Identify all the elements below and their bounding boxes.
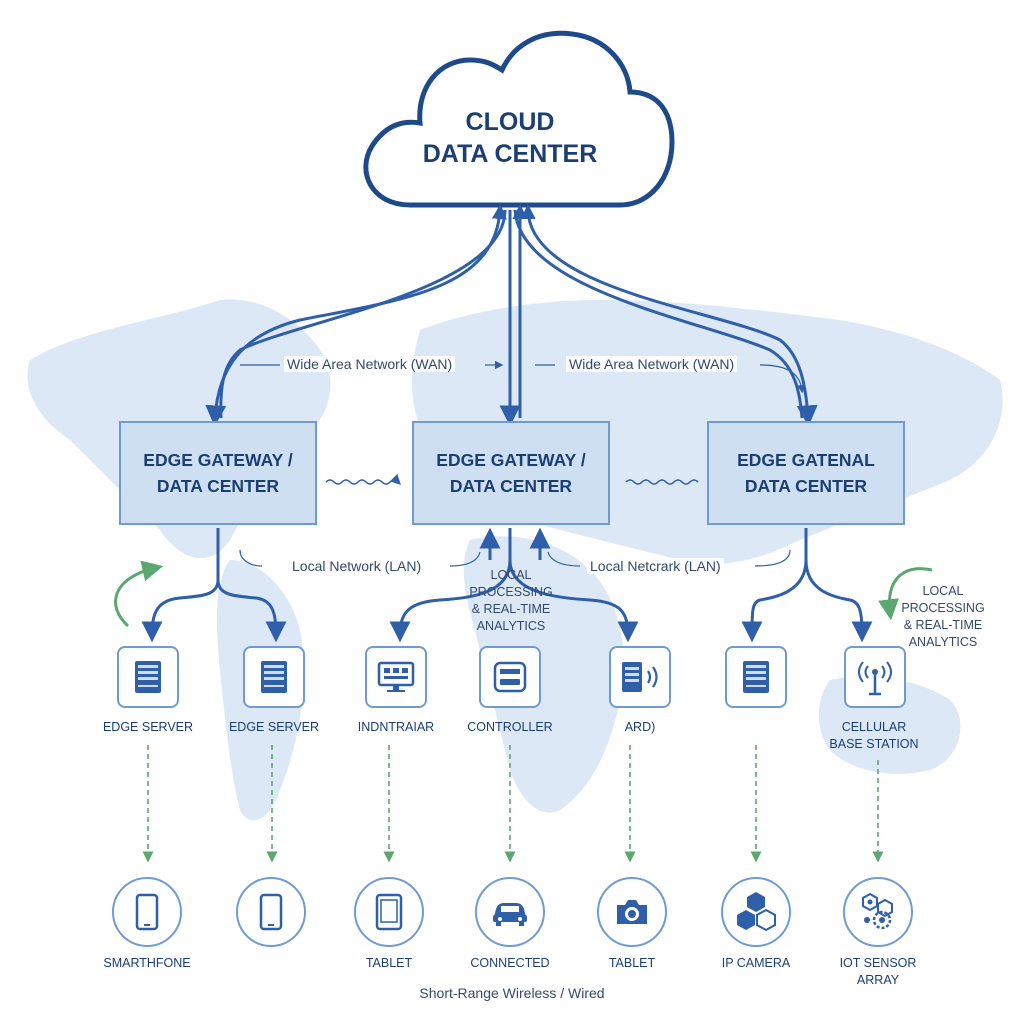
industrial-device[interactable] <box>365 646 427 708</box>
end-device-label-line2: ARRAY <box>856 973 900 987</box>
industrial-panel-icon <box>377 661 415 692</box>
edge-device-label-line2: BASE STATION <box>829 737 919 751</box>
processing-loop-arrows <box>114 560 933 628</box>
cloud-title-line1: CLOUD <box>465 108 555 136</box>
gateway-line2: DATA CENTER <box>156 476 280 496</box>
end-device-label: IOT SENSOR ARRAY <box>813 955 943 989</box>
edge-device-label: INDNTRAIAR <box>357 720 435 734</box>
gateway-line2: DATA CENTER <box>449 476 573 496</box>
controller-device[interactable] <box>479 646 541 708</box>
edge-gateway-center[interactable]: EDGE GATEWAY / DATA CENTER <box>412 421 610 525</box>
connection-type-caption: Short-Range Wireless / Wired <box>419 985 605 1001</box>
lan-label-left: Local Network (LAN) <box>289 558 425 574</box>
controller-icon <box>493 661 527 693</box>
gateway-peer-links <box>325 473 699 485</box>
wan-links <box>205 204 818 427</box>
cloud-shape <box>363 30 675 208</box>
cloud-title-line2: DATA CENTER <box>422 140 598 168</box>
wan-label-left: Wide Area Network (WAN) <box>284 356 456 372</box>
end-device-label-line1: IOT SENSOR <box>839 956 917 970</box>
server-icon <box>743 661 769 693</box>
gateway-line2: DATA CENTER <box>744 476 868 496</box>
end-device-3[interactable] <box>354 877 424 947</box>
processing-line: ANALYTICS <box>476 619 546 633</box>
gateway-line1: EDGE GATEWAY / <box>143 450 293 470</box>
smartphone-icon <box>135 893 159 931</box>
server-icon <box>261 661 287 693</box>
edge-gateway-right[interactable]: EDGE GATENAL DATA CENTER <box>707 421 905 525</box>
end-device-1[interactable] <box>112 877 182 947</box>
lan-label-right: Local Netcrark (LAN) <box>587 558 724 574</box>
wan-label-right: Wide Area Network (WAN) <box>566 356 738 372</box>
end-device-label: TABLET <box>608 956 656 970</box>
edge-device-label: ARD) <box>624 720 656 734</box>
end-device-6[interactable] <box>721 877 791 947</box>
processing-line: ANALYTICS <box>908 635 978 649</box>
edge-server-2[interactable] <box>243 646 305 708</box>
gateway-line1: EDGE GATENAL <box>737 450 875 470</box>
wireless-device[interactable] <box>609 646 671 708</box>
end-device-label: TABLET <box>365 956 413 970</box>
processing-label-center: LOCAL PROCESSING & REAL-TIME ANALYTICS <box>456 567 566 635</box>
tablet-icon <box>375 893 403 931</box>
label-leaders <box>239 360 806 567</box>
edge-server-1[interactable] <box>117 646 179 708</box>
processing-line: PROCESSING <box>901 601 985 615</box>
short-range-links <box>142 745 884 863</box>
end-device-label: IP CAMERA <box>721 956 791 970</box>
camera-icon <box>617 900 647 924</box>
end-device-4[interactable] <box>475 877 545 947</box>
end-device-7[interactable] <box>843 877 913 947</box>
processing-line: LOCAL <box>922 584 964 598</box>
gateway-line1: EDGE GATEWAY / <box>436 450 586 470</box>
server-icon <box>135 661 161 693</box>
cloud-data-center-label: CLOUD DATA CENTER <box>380 106 640 170</box>
cellular-base-station[interactable] <box>844 646 906 708</box>
processing-line: & REAL-TIME <box>903 618 983 632</box>
processing-line: LOCAL <box>490 568 532 582</box>
end-device-2[interactable] <box>236 877 306 947</box>
wireless-server-icon <box>622 662 658 692</box>
edge-gateway-left[interactable]: EDGE GATEWAY / DATA CENTER <box>119 421 317 525</box>
end-device-label: SMARTHFONE <box>103 956 191 970</box>
edge-device-label: EDGE SERVER <box>102 720 194 734</box>
hexagon-cluster-icon <box>737 892 776 932</box>
edge-device-label-line1: CELLULAR <box>841 720 907 734</box>
processing-line: PROCESSING <box>469 585 553 599</box>
antenna-icon <box>858 661 892 696</box>
processing-label-right: LOCAL PROCESSING & REAL-TIME ANALYTICS <box>888 583 998 651</box>
lan-links <box>141 527 873 643</box>
smartphone-icon <box>259 893 283 931</box>
edge-device-label: CONTROLLER <box>467 720 553 734</box>
edge-device-label: EDGE SERVER <box>228 720 320 734</box>
edge-device-label: CELLULAR BASE STATION <box>809 719 939 753</box>
car-icon <box>493 903 527 926</box>
sensor-array-icon <box>862 892 893 930</box>
end-device-5[interactable] <box>597 877 667 947</box>
end-device-label: CONNECTED <box>470 956 550 970</box>
processing-line: & REAL-TIME <box>471 602 551 616</box>
edge-server-3[interactable] <box>725 646 787 708</box>
